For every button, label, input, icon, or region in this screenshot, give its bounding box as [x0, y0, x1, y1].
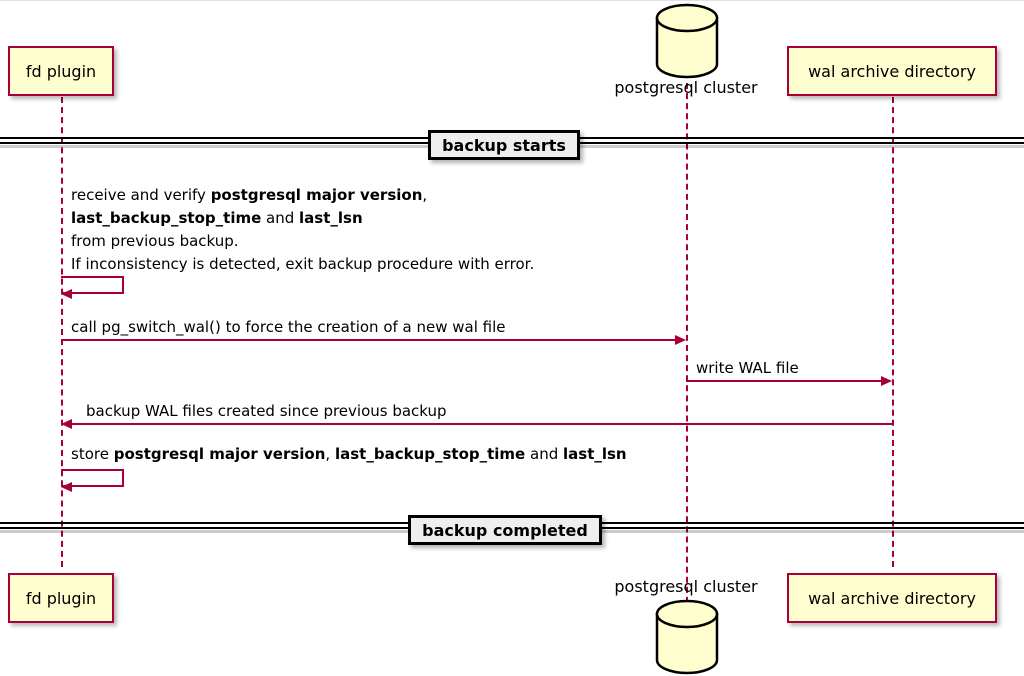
- message-call-pg-switch-wal-arrowhead: [675, 335, 686, 345]
- message-line: If inconsistency is detected, exit backu…: [71, 255, 535, 273]
- divider-backup-starts-label: backup starts: [442, 135, 566, 155]
- participant-postgresql-cluster-top[interactable]: [654, 3, 720, 79]
- message-backup-wal-files-line: [71, 423, 893, 425]
- divider-backup-completed: backup completed: [408, 515, 602, 545]
- database-cylinder-icon: [655, 3, 719, 79]
- message-line: from previous backup.: [71, 232, 239, 250]
- message-line: store postgresql major version, last_bac…: [71, 445, 627, 463]
- participant-fd-plugin-top-label: fd plugin: [25, 61, 97, 81]
- message-call-pg-switch-wal-label: call pg_switch_wal() to force the creati…: [71, 316, 506, 339]
- divider-backup-starts: backup starts: [428, 130, 580, 160]
- message-store-metadata-arrowhead: [61, 482, 72, 492]
- message-line: call pg_switch_wal() to force the creati…: [71, 318, 506, 336]
- participant-fd-plugin-bottom-label: fd plugin: [25, 588, 97, 608]
- participant-postgresql-cluster-bottom-label: postgresql cluster: [614, 577, 758, 596]
- participant-wal-archive-directory-bottom[interactable]: wal archive directory: [787, 573, 997, 623]
- message-receive-and-verify-arrowhead: [61, 289, 72, 299]
- message-line: backup WAL files created since previous …: [86, 402, 447, 420]
- lifeline-wal-archive-directory: [892, 97, 894, 567]
- message-call-pg-switch-wal-line: [61, 339, 677, 341]
- message-write-wal-file-arrowhead: [881, 376, 892, 386]
- lifeline-postgresql-cluster: [686, 83, 688, 613]
- participant-wal-archive-directory-top-label: wal archive directory: [808, 61, 976, 81]
- message-backup-wal-files-arrowhead: [61, 419, 72, 429]
- message-write-wal-file-label: write WAL file: [696, 357, 799, 380]
- message-store-metadata-self-loop: [61, 469, 124, 487]
- participant-wal-archive-directory-bottom-label: wal archive directory: [808, 588, 976, 608]
- divider-backup-completed-label: backup completed: [422, 520, 588, 540]
- database-cylinder-icon: [655, 599, 719, 675]
- message-receive-and-verify-label: receive and verify postgresql major vers…: [71, 184, 534, 276]
- message-line: last_backup_stop_time and last_lsn: [71, 209, 363, 227]
- message-write-wal-file-line: [686, 380, 883, 382]
- participant-fd-plugin-bottom[interactable]: fd plugin: [8, 573, 114, 623]
- message-line: write WAL file: [696, 359, 799, 377]
- participant-postgresql-cluster-bottom[interactable]: [654, 599, 720, 675]
- participant-fd-plugin-top[interactable]: fd plugin: [8, 46, 114, 96]
- message-receive-and-verify-self-loop: [61, 276, 124, 294]
- participant-postgresql-cluster-top-label: postgresql cluster: [614, 78, 758, 97]
- message-store-metadata-label: store postgresql major version, last_bac…: [71, 443, 627, 466]
- lifeline-fd-plugin: [61, 97, 63, 567]
- participant-wal-archive-directory-top[interactable]: wal archive directory: [787, 46, 997, 96]
- message-line: receive and verify postgresql major vers…: [71, 186, 428, 204]
- message-backup-wal-files-label: backup WAL files created since previous …: [86, 400, 447, 423]
